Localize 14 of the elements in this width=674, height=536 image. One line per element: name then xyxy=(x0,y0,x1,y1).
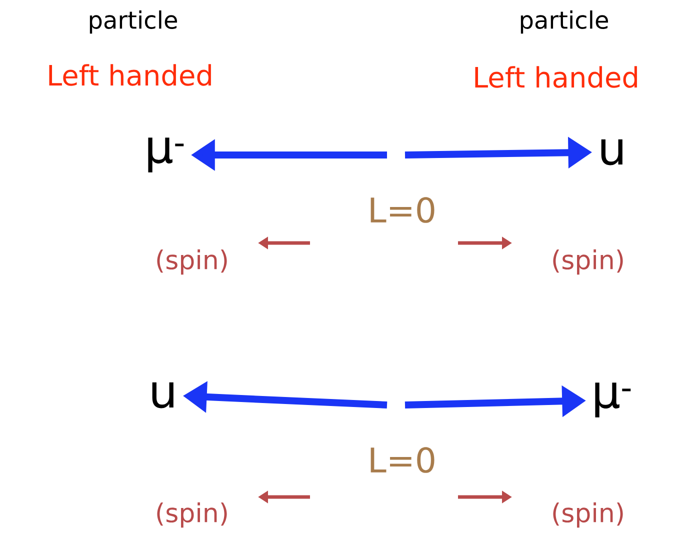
particle-symbol: u xyxy=(601,138,622,166)
handedness-label: Left handed xyxy=(475,66,637,88)
spin-label: (spin) xyxy=(553,249,623,275)
spin-label: (spin) xyxy=(157,249,227,275)
spin-label: (spin) xyxy=(157,502,227,528)
spin-label: (spin) xyxy=(553,502,623,528)
handedness-label: Left handed xyxy=(49,64,211,86)
particle-symbol: u xyxy=(152,382,174,408)
particle-symbol: μ$^{-}$ xyxy=(148,138,184,172)
particle-label: particle xyxy=(520,10,608,34)
particle-label: particle xyxy=(90,10,177,34)
particle-symbol: μ$^{-}$ xyxy=(595,382,631,418)
angular-momentum-label: L=0 xyxy=(370,447,434,473)
angular-momentum-label: L=0 xyxy=(370,197,434,223)
